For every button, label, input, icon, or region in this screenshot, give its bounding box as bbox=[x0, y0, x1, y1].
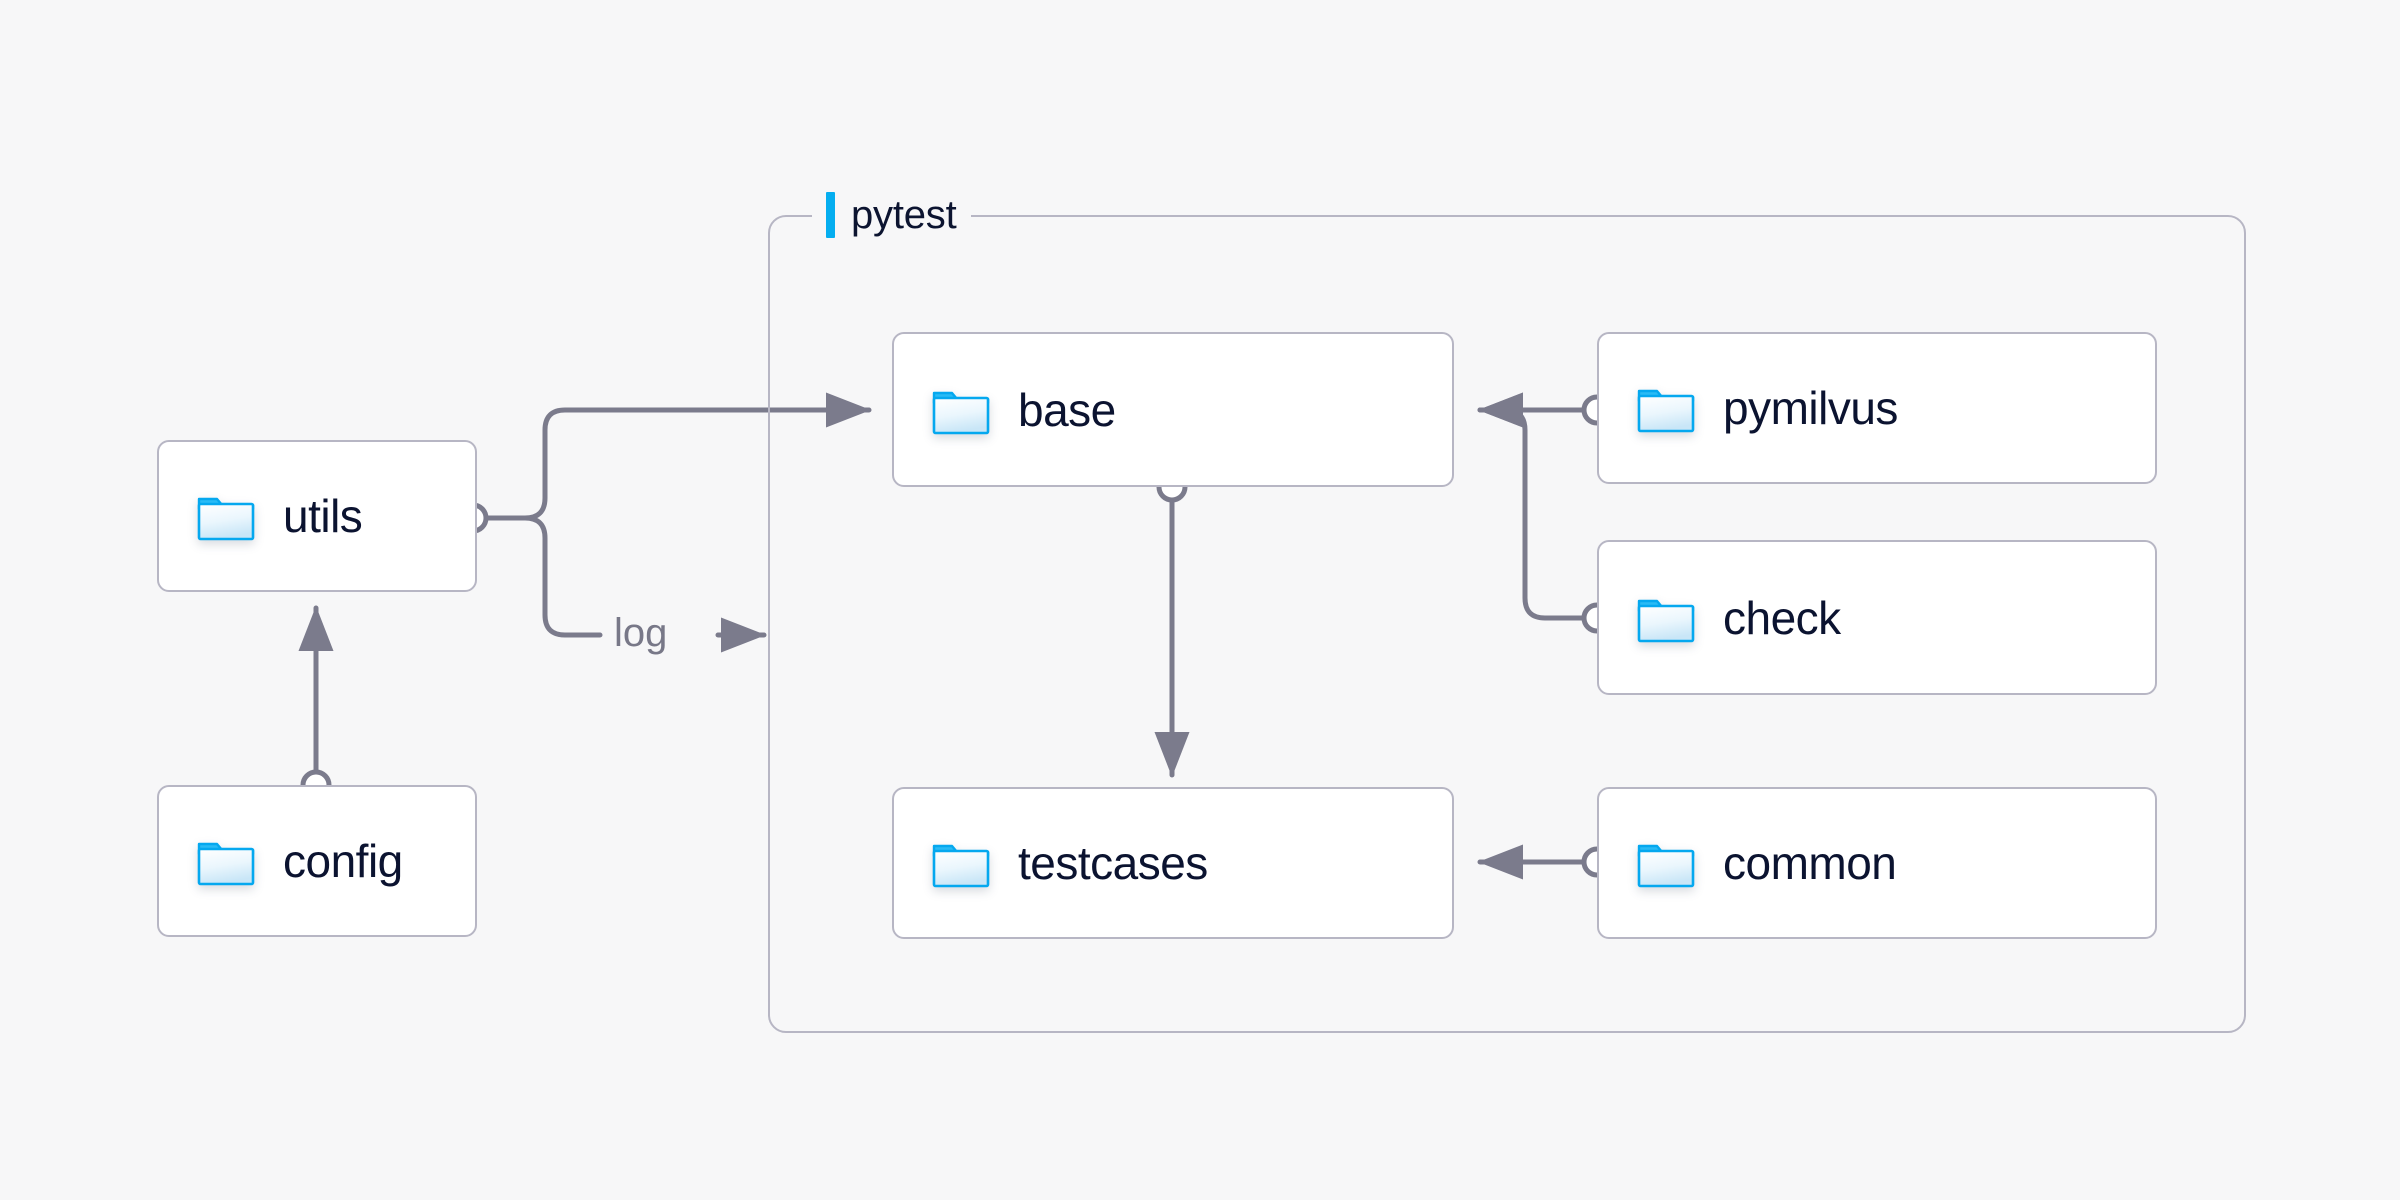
folder-icon bbox=[197, 836, 255, 886]
node-testcases-label: testcases bbox=[1018, 837, 1208, 889]
node-config[interactable]: config bbox=[157, 785, 477, 937]
group-pytest-label-wrap: pytest bbox=[812, 188, 971, 242]
edge-label-log: log bbox=[604, 613, 678, 653]
group-pytest-label: pytest bbox=[851, 193, 957, 237]
node-utils[interactable]: utils bbox=[157, 440, 477, 592]
node-config-label: config bbox=[283, 835, 403, 887]
group-accent-bar bbox=[826, 192, 835, 238]
node-common[interactable]: common bbox=[1597, 787, 2157, 939]
folder-icon bbox=[932, 385, 990, 435]
node-pymilvus-label: pymilvus bbox=[1723, 382, 1898, 434]
node-check[interactable]: check bbox=[1597, 540, 2157, 695]
node-pymilvus[interactable]: pymilvus bbox=[1597, 332, 2157, 484]
node-base-label: base bbox=[1018, 383, 1116, 436]
node-common-label: common bbox=[1723, 837, 1897, 889]
folder-icon bbox=[1637, 593, 1695, 643]
folder-icon bbox=[1637, 838, 1695, 888]
node-base[interactable]: base bbox=[892, 332, 1454, 487]
node-testcases[interactable]: testcases bbox=[892, 787, 1454, 939]
folder-icon bbox=[932, 838, 990, 888]
node-utils-label: utils bbox=[283, 490, 363, 542]
node-check-label: check bbox=[1723, 591, 1841, 644]
edge-utils-to-log bbox=[482, 515, 603, 638]
group-pytest[interactable] bbox=[768, 215, 2246, 1033]
folder-icon bbox=[197, 491, 255, 541]
folder-icon bbox=[1637, 383, 1695, 433]
